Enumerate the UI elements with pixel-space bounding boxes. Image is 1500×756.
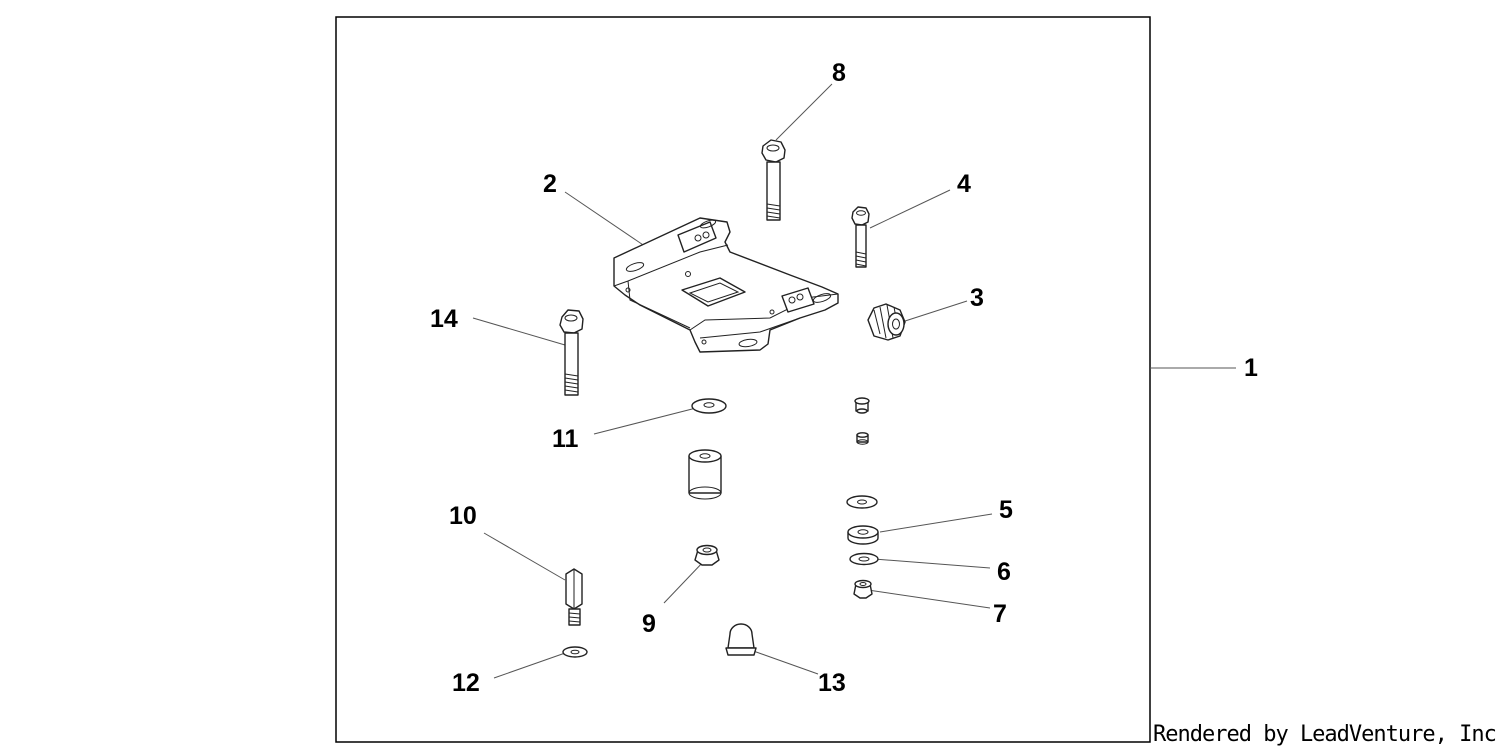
callout-7: 7: [993, 600, 1007, 628]
collar-part: [854, 397, 870, 414]
callout-6: 6: [997, 558, 1011, 586]
callout-10: 10: [449, 502, 477, 530]
callout-9: 9: [642, 610, 656, 638]
bolt-8-part: [761, 139, 786, 221]
nut-7-part: [853, 579, 873, 599]
washer-6-part: [849, 552, 879, 566]
callout-labels: 1 2 3 4 5 6 7 8 9 10 11 12 13 14: [430, 59, 1258, 697]
washer-11-part: [691, 398, 727, 414]
washer-12-part: [562, 646, 588, 658]
callout-13: 13: [818, 669, 846, 697]
spacer-part: [688, 449, 722, 500]
bolt-4-part: [851, 206, 870, 268]
callout-12: 12: [452, 669, 480, 697]
bolt-14-part: [559, 309, 584, 396]
callout-14: 14: [430, 305, 458, 333]
acorn-nut-13-part: [725, 623, 757, 656]
small-nut-part: [856, 432, 869, 445]
grommet-3-part: [867, 303, 906, 341]
nut-9-part: [694, 544, 720, 566]
mounting-bracket-part: [613, 217, 839, 353]
diagram-frame: [335, 16, 1151, 743]
callout-5: 5: [999, 496, 1013, 524]
render-credit: Rendered by LeadVenture, Inc.: [1153, 722, 1500, 747]
standoff-10-part: [565, 568, 583, 626]
callout-2: 2: [543, 170, 557, 198]
washer-upper-part: [846, 495, 878, 509]
callout-4: 4: [957, 170, 971, 198]
callout-8: 8: [832, 59, 846, 87]
leader-lines: [472, 83, 1236, 679]
callout-11: 11: [552, 425, 579, 453]
callout-3: 3: [970, 284, 984, 312]
callout-1: 1: [1244, 354, 1258, 382]
washer-5-part: [847, 525, 879, 545]
